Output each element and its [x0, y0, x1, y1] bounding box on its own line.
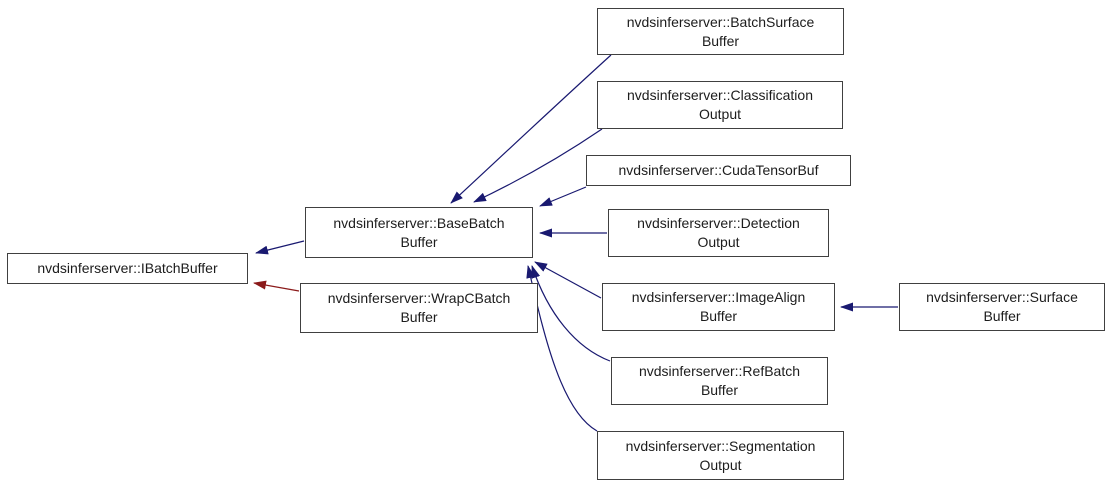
edge-cudatensorbuf-to-basebatchbuffer	[539, 186, 587, 207]
class-node-label: Buffer	[400, 309, 438, 325]
class-node-label: nvdsinferserver::IBatchBuffer	[37, 260, 218, 276]
class-node-label: Output	[698, 106, 742, 122]
class-node-classificationoutput[interactable]: nvdsinferserver::Classification Output	[597, 81, 843, 129]
class-node-label: nvdsinferserver::Detection	[637, 215, 800, 231]
class-node-label: nvdsinferserver::BatchSurface	[626, 13, 815, 30]
class-node-surfacebuffer[interactable]: nvdsinferserver::Surface Buffer	[899, 283, 1105, 331]
class-node-label: nvdsinferserver::Surface	[926, 289, 1078, 305]
class-node-basebatchbuffer[interactable]: nvdsinferserver::BaseBatch Buffer	[305, 207, 533, 258]
class-node-label: Output	[697, 234, 740, 250]
edge-refbatchbuffer-to-basebatchbuffer	[531, 265, 611, 362]
class-node-label: Buffer	[700, 382, 739, 398]
edge-batchsurfacebuffer-to-basebatchbuffer	[450, 54, 612, 204]
edge-wrapcbatchbuffer-to-ibatchbuffer	[253, 280, 300, 292]
class-node-label: nvdsinferserver::BaseBatch	[333, 214, 505, 231]
class-node-label: nvdsinferserver::ImageAlign	[631, 289, 806, 305]
class-node-label: nvdsinferserver::Segmentation	[625, 437, 816, 454]
class-node-label: nvdsinferserver::CudaTensorBuf	[618, 162, 819, 178]
class-node-label: nvdsinferserver::RefBatch	[638, 363, 801, 379]
class-node-cudatensorbuf[interactable]: nvdsinferserver::CudaTensorBuf	[586, 155, 851, 186]
class-node-batchsurfacebuffer[interactable]: nvdsinferserver::BatchSurface Buffer	[597, 8, 844, 55]
edge-classificationoutput-to-basebatchbuffer	[473, 128, 603, 203]
class-node-label: Buffer	[400, 233, 438, 250]
class-node-label: Buffer	[701, 32, 740, 49]
class-node-label: nvdsinferserver::Classification	[627, 87, 813, 103]
class-node-label: Buffer	[983, 308, 1021, 324]
class-node-label: Output	[699, 456, 742, 473]
class-node-wrapcbatchbuffer[interactable]: nvdsinferserver::WrapCBatch Buffer	[300, 283, 538, 333]
class-node-label: nvdsinferserver::WrapCBatch	[327, 290, 511, 306]
edge-basebatchbuffer-to-ibatchbuffer	[255, 240, 305, 255]
class-node-ibatchbuffer[interactable]: nvdsinferserver::IBatchBuffer	[7, 253, 248, 284]
class-node-imagealignbuffer[interactable]: nvdsinferserver::ImageAlign Buffer	[602, 283, 835, 331]
class-node-segmentationoutput[interactable]: nvdsinferserver::Segmentation Output	[597, 431, 844, 480]
class-node-detectionoutput[interactable]: nvdsinferserver::Detection Output	[608, 209, 829, 257]
class-node-label: Buffer	[699, 308, 738, 324]
class-node-refbatchbuffer[interactable]: nvdsinferserver::RefBatch Buffer	[611, 357, 828, 405]
edge-imagealignbuffer-to-basebatchbuffer	[534, 261, 602, 299]
